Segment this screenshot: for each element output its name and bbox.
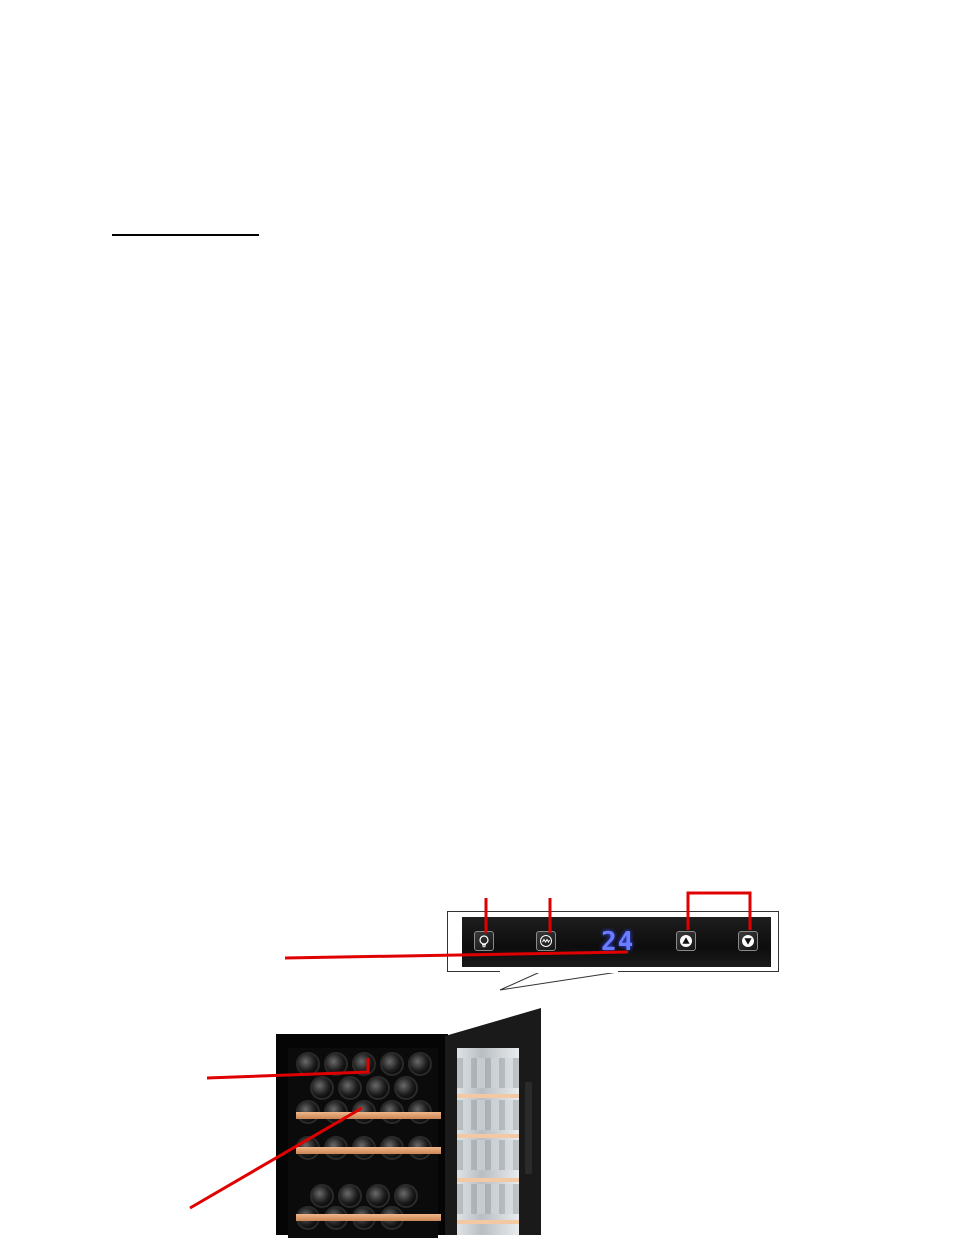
door-handle [525,1082,532,1174]
light-button[interactable] [474,931,494,951]
bottle [380,1052,404,1076]
triangle-up-icon [680,935,692,947]
door-glass-pane [457,1048,519,1235]
reflected-bottles [457,1058,519,1088]
reflected-bottles [457,1140,519,1170]
triangle-down-icon [742,935,754,947]
callout-pointer [499,971,619,991]
reflected-shelf [457,1178,519,1182]
reflected-bottles [457,1184,519,1214]
temperature-display: 24 [601,927,635,957]
wooden-shelf [296,1112,441,1119]
wave-icon [540,935,552,947]
light-bulb-icon [479,935,489,948]
wine-cooler-cabinet [276,1034,448,1238]
wooden-shelf [296,1214,441,1221]
bottle [366,1076,390,1100]
reflected-shelf [457,1094,519,1098]
bottle [310,1184,334,1208]
unit-button[interactable] [536,931,556,951]
wooden-shelf [296,1147,441,1154]
bottle [324,1052,348,1076]
bottle [338,1076,362,1100]
reflected-shelf [457,1220,519,1224]
bottle [310,1076,334,1100]
down-button[interactable] [738,931,758,951]
cabinet-interior [288,1048,438,1238]
bottle [394,1076,418,1100]
reflected-shelf [457,1134,519,1138]
reflected-bottles [457,1100,519,1130]
bottle [408,1052,432,1076]
heading-underline [112,234,259,236]
up-button[interactable] [676,931,696,951]
bottle [338,1184,362,1208]
bottle [352,1052,376,1076]
bottle [296,1052,320,1076]
bottle [366,1184,390,1208]
glass-door [445,1008,541,1235]
bottle [394,1184,418,1208]
